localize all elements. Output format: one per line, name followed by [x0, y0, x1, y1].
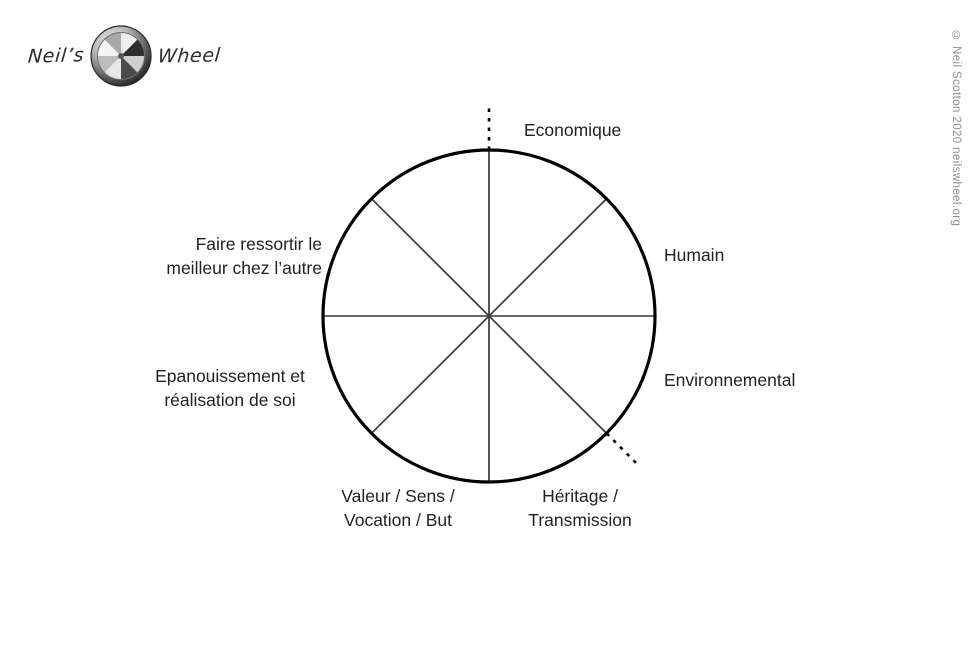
wheel-outer-circle — [321, 148, 657, 484]
wheel-label-valeur-sens-vocation-but: Valeur / Sens / Vocation / But — [341, 486, 455, 531]
wheel-label-heritage-transmission: Héritage / Transmission — [528, 486, 632, 531]
wheel-label-economique: Economique — [524, 120, 622, 140]
brand-logo: Neil’s — [27, 22, 238, 90]
wheel-label-humain: Humain — [664, 245, 725, 265]
wheel-pie-logo-icon — [90, 25, 152, 87]
copyright-notice: © Neil Scotton 2020 neilswheel.org — [950, 30, 962, 227]
dashed-extension-heritage — [605, 432, 638, 465]
wheel-spokes — [323, 150, 655, 482]
wheel-label-faire-ressortir-meilleur: Faire ressortir le meilleur chez l’autre — [166, 234, 322, 279]
wheel-label-environnemental: Environnemental — [664, 370, 796, 390]
wheel-label-epanouissement-realisation: Epanouissement et réalisation de soi — [155, 366, 305, 411]
spoke-diagonal-nw-se — [370, 197, 608, 435]
